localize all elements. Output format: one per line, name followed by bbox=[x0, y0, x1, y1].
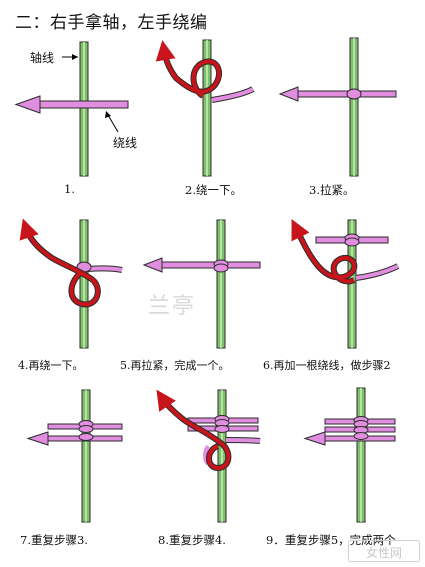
knot bbox=[353, 432, 369, 440]
panel-8 bbox=[156, 389, 261, 523]
axis-rod bbox=[349, 37, 359, 177]
red-loop bbox=[155, 40, 223, 99]
wrap-cord bbox=[278, 86, 397, 102]
panel-3 bbox=[278, 37, 397, 177]
step-caption-8: 8.重复步骤4. bbox=[158, 533, 226, 547]
wrap-cord bbox=[303, 431, 396, 446]
axis-rod bbox=[217, 389, 227, 523]
panel-4 bbox=[19, 218, 123, 349]
callout-axis bbox=[62, 54, 78, 60]
axis-rod bbox=[79, 41, 89, 177]
knot bbox=[344, 237, 360, 247]
callout-axis-label: 轴线 bbox=[30, 51, 55, 65]
callout-wrap bbox=[105, 111, 119, 133]
wrap-cord bbox=[87, 266, 123, 272]
knot bbox=[346, 88, 362, 100]
step-caption-5: 5.再拉紧，完成一个。 bbox=[120, 359, 230, 372]
watermark-corner: 女性网 bbox=[366, 546, 403, 560]
wrap-cord bbox=[225, 438, 261, 443]
knot bbox=[78, 433, 94, 441]
panel-9 bbox=[303, 387, 396, 523]
step-caption-1: 1. bbox=[64, 182, 75, 196]
knot bbox=[214, 425, 230, 433]
page-title: 二：右手拿轴，左手绕编 bbox=[15, 13, 208, 33]
panel-2 bbox=[155, 39, 255, 177]
wrap-cord bbox=[142, 257, 261, 273]
knot bbox=[213, 263, 229, 273]
watermark-center: 兰亭 bbox=[148, 294, 197, 319]
panel-5 bbox=[142, 219, 261, 349]
wrap-cord bbox=[26, 431, 123, 446]
axis-rod bbox=[216, 219, 226, 349]
wrap-cord bbox=[14, 95, 129, 114]
red-loop bbox=[156, 389, 232, 472]
panel-6 bbox=[291, 219, 400, 349]
axis-rod bbox=[81, 389, 91, 523]
step-caption-3: 3.拉紧。 bbox=[309, 183, 355, 197]
step-caption-6: 6.再加一根绕线，做步骤2 bbox=[263, 359, 391, 372]
axis-rod bbox=[356, 387, 366, 523]
watermark-logo bbox=[348, 540, 420, 562]
step-caption-2: 2.绕一下。 bbox=[185, 183, 242, 197]
panel-1 bbox=[14, 41, 129, 177]
step-caption-7: 7.重复步骤3. bbox=[20, 533, 88, 547]
step-caption-4: 4.再绕一下。 bbox=[18, 359, 84, 372]
wrap-cord bbox=[355, 264, 399, 280]
red-loop bbox=[291, 219, 358, 285]
callout-wrap-label: 绕线 bbox=[113, 136, 138, 150]
knot bbox=[78, 425, 94, 433]
panel-7 bbox=[26, 389, 123, 523]
step-caption-9: 9．重复步骤5，完成两个 bbox=[266, 533, 396, 547]
axis-rod bbox=[79, 219, 89, 349]
red-loop bbox=[19, 218, 101, 308]
